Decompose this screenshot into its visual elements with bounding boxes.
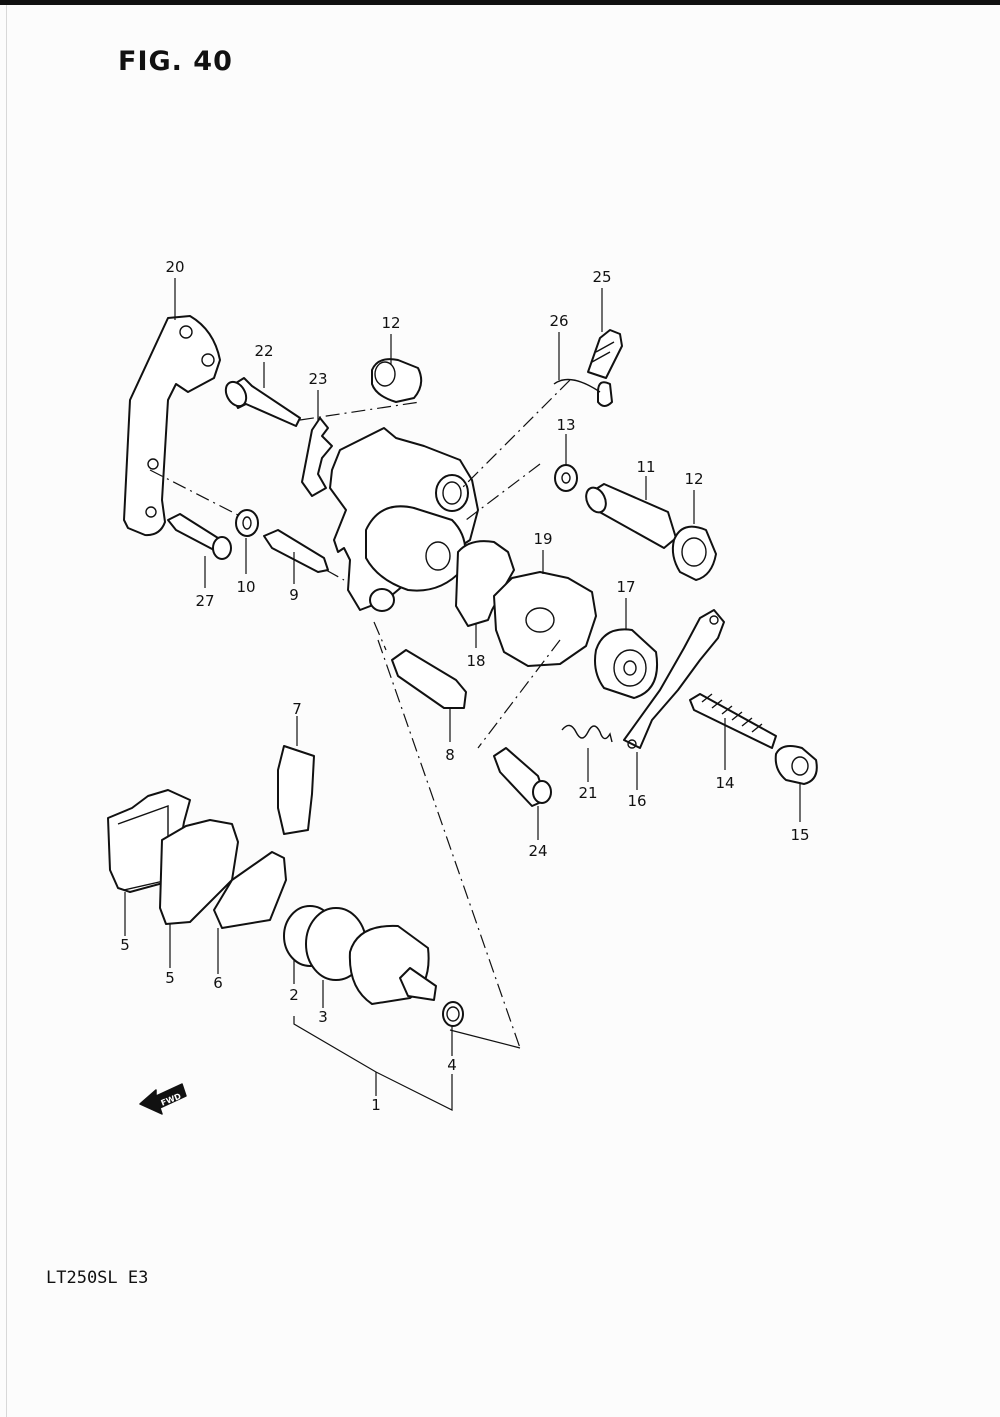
part-4-oring xyxy=(442,1001,464,1027)
part-18-gasket xyxy=(455,540,515,627)
part-12-boot-lower xyxy=(671,525,717,581)
callout-9: 9 xyxy=(289,586,299,604)
part-6-shim xyxy=(213,851,287,929)
piston-assembly xyxy=(283,905,464,1027)
callout-4: 4 xyxy=(447,1056,457,1074)
callout-17: 17 xyxy=(616,578,635,596)
part-23-clip xyxy=(301,417,333,497)
model-code: LT250SL E3 xyxy=(46,1268,149,1288)
callout-5b: 5 xyxy=(165,969,175,987)
callout-23: 23 xyxy=(308,370,327,388)
callout-19: 19 xyxy=(533,530,552,548)
fwd-arrow-icon: FWD xyxy=(139,1083,187,1115)
part-14-adjust-screw xyxy=(689,693,777,749)
figure-title: FIG. 40 xyxy=(118,46,233,77)
caliper-body xyxy=(329,427,479,612)
part-12-boot-upper xyxy=(371,358,423,403)
callout-1: 1 xyxy=(371,1096,381,1114)
callout-20: 20 xyxy=(165,258,184,276)
callout-15: 15 xyxy=(790,826,809,844)
part-5-brake-pads xyxy=(107,789,239,925)
callout-14: 14 xyxy=(715,774,734,792)
callout-5a: 5 xyxy=(120,936,130,954)
part-20-bracket xyxy=(123,315,221,537)
callout-27: 27 xyxy=(195,592,214,610)
part-22-bolt xyxy=(224,377,301,427)
callout-8: 8 xyxy=(445,746,455,764)
part-10-washer xyxy=(235,509,259,537)
part-24-bolt xyxy=(493,747,552,807)
top-border xyxy=(0,0,1000,5)
callout-6: 6 xyxy=(213,974,223,992)
part-13-washer xyxy=(554,464,578,492)
part-11-pin xyxy=(585,483,677,549)
callout-16: 16 xyxy=(627,792,646,810)
part-25-bleeder xyxy=(587,329,623,379)
callout-numbers: 1 2 3 4 5 5 6 7 8 9 10 11 12 12 13 14 15… xyxy=(120,258,809,1114)
part-9-pin xyxy=(263,529,329,573)
callout-26: 26 xyxy=(549,312,568,330)
callout-3: 3 xyxy=(318,1008,328,1026)
page-edge xyxy=(6,5,7,1417)
callout-7: 7 xyxy=(292,700,302,718)
callout-24: 24 xyxy=(528,842,547,860)
part-16-lever xyxy=(623,609,725,749)
part-21-spring xyxy=(561,724,613,743)
part-7-pad-spring xyxy=(277,745,315,835)
callout-13: 13 xyxy=(556,416,575,434)
part-15-nut xyxy=(774,745,818,785)
piston-stem xyxy=(399,967,437,1001)
part-19-lever-housing xyxy=(493,571,597,667)
callout-18: 18 xyxy=(466,652,485,670)
assembly-lines xyxy=(149,379,571,1049)
part-27-bolt xyxy=(167,513,232,560)
callout-2: 2 xyxy=(289,986,299,1004)
callout-leaders xyxy=(124,278,801,1111)
callout-10: 10 xyxy=(236,578,255,596)
callout-21: 21 xyxy=(578,784,597,802)
part-17-ring xyxy=(594,628,658,699)
callout-12a: 12 xyxy=(381,314,400,332)
callout-22: 22 xyxy=(254,342,273,360)
callout-12b: 12 xyxy=(684,470,703,488)
callout-11: 11 xyxy=(636,458,655,476)
part-26-bleeder-cap xyxy=(553,378,613,407)
callout-25: 25 xyxy=(592,268,611,286)
part-8-slide-pin xyxy=(391,649,467,709)
